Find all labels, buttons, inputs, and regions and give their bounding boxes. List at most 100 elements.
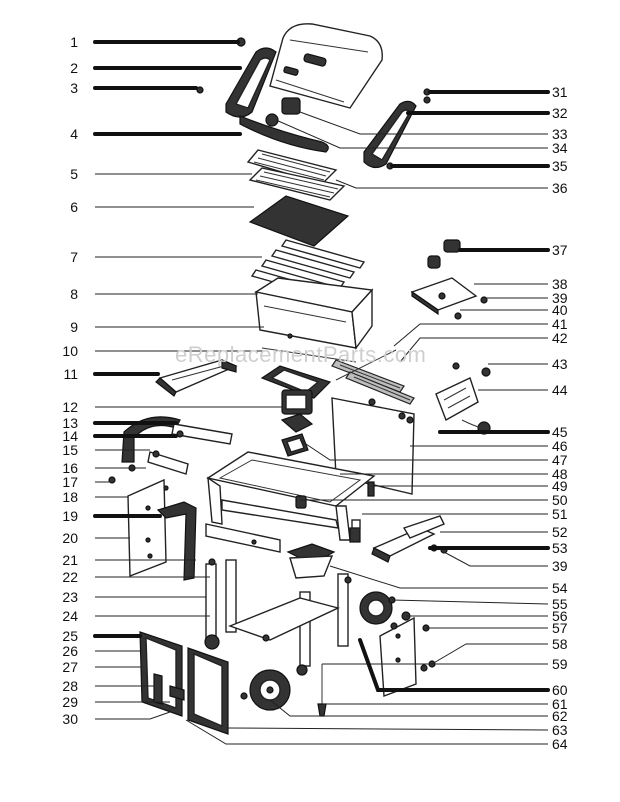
grill-frame <box>206 451 376 541</box>
left-door <box>139 631 183 717</box>
right-callout-9: 39 <box>552 290 568 306</box>
right-callout-18: 48 <box>552 466 568 482</box>
side-table <box>155 359 238 397</box>
right-side-panel <box>379 616 417 697</box>
left-callout-21: 21 <box>62 552 78 568</box>
side-burner <box>410 277 488 320</box>
parts-illustration <box>108 23 491 735</box>
left-callout-27: 27 <box>62 659 78 675</box>
right-side-table <box>371 515 448 563</box>
left-callout-26: 26 <box>62 643 78 659</box>
right-callout-35: 64 <box>552 736 568 752</box>
right-callout-17: 47 <box>552 452 568 468</box>
right-callout-31: 60 <box>552 682 568 698</box>
left-callout-numbers: 1234567891011121314151617181920212223242… <box>62 34 78 727</box>
right-callout-4: 34 <box>552 140 568 156</box>
left-callout-16: 16 <box>62 460 78 476</box>
left-callout-18: 18 <box>62 489 78 505</box>
catch-pan <box>281 389 313 415</box>
left-callout-3: 3 <box>70 80 78 96</box>
left-callout-13: 13 <box>62 415 78 431</box>
left-callout-19: 19 <box>62 508 78 524</box>
watermark-text: eReplacementParts.com <box>175 342 426 367</box>
right-callout-numbers: 3132333435363738394041424344454647484950… <box>552 84 568 752</box>
right-callout-5: 35 <box>552 158 568 174</box>
right-callout-10: 40 <box>552 302 568 318</box>
right-callout-8: 38 <box>552 276 568 292</box>
right-callout-21: 51 <box>552 506 568 522</box>
left-callout-8: 8 <box>70 286 78 302</box>
right-callout-1: 31 <box>552 84 568 100</box>
right-callout-23: 53 <box>552 540 568 556</box>
grill-lid <box>269 23 383 109</box>
control-panel <box>331 397 415 495</box>
left-callout-28: 28 <box>62 678 78 694</box>
crossover-tube <box>335 349 397 381</box>
left-callout-14: 14 <box>62 428 78 444</box>
left-callout-25: 25 <box>62 628 78 644</box>
right-callout-34: 63 <box>552 722 568 738</box>
right-callout-15: 45 <box>552 424 568 440</box>
burner-tubes <box>331 359 415 405</box>
left-callout-15: 15 <box>62 442 78 458</box>
front-crossbar <box>205 523 281 553</box>
left-callout-7: 7 <box>70 249 78 265</box>
right-callout-6: 36 <box>552 180 568 196</box>
grease-tray <box>286 543 336 579</box>
right-callout-30: 59 <box>552 656 568 672</box>
right-callout-3: 33 <box>552 126 568 142</box>
left-callout-24: 24 <box>62 608 78 624</box>
right-door <box>169 647 229 735</box>
control-knob <box>427 239 461 269</box>
right-callout-19: 49 <box>552 478 568 494</box>
left-callout-30: 30 <box>62 711 78 727</box>
thermometer <box>281 97 301 115</box>
left-callout-10: 10 <box>62 343 78 359</box>
right-callout-24: 39 <box>552 558 568 574</box>
left-callout-23: 23 <box>62 589 78 605</box>
left-callout-20: 20 <box>62 530 78 546</box>
left-side-panel <box>127 478 169 578</box>
legs <box>204 559 349 676</box>
left-callout-6: 6 <box>70 199 78 215</box>
left-callout-9: 9 <box>70 319 78 335</box>
drip-pan <box>280 413 314 457</box>
left-callout-5: 5 <box>70 166 78 182</box>
side-table-frame <box>121 416 233 475</box>
wheel <box>249 669 291 711</box>
leader-lines <box>93 40 550 745</box>
left-callout-17: 17 <box>62 474 78 490</box>
right-callout-16: 46 <box>552 438 568 454</box>
thermometer-bezel <box>265 113 279 127</box>
right-callout-7: 37 <box>552 242 568 258</box>
manifold-assembly <box>435 377 491 435</box>
cookbox <box>254 277 374 350</box>
left-callout-2: 2 <box>70 60 78 76</box>
lid-handle <box>239 115 329 153</box>
left-callout-29: 29 <box>62 694 78 710</box>
right-callout-22: 52 <box>552 524 568 540</box>
warming-rack <box>246 149 338 185</box>
right-callout-27: 56 <box>552 608 568 624</box>
right-callout-26: 55 <box>552 596 568 612</box>
right-callout-33: 62 <box>552 708 568 724</box>
left-callout-11: 11 <box>63 366 78 382</box>
left-callout-1: 1 <box>70 34 78 50</box>
bottom-shelf <box>228 597 341 641</box>
left-callout-22: 22 <box>62 569 78 585</box>
right-callout-32: 61 <box>552 696 568 712</box>
left-callout-4: 4 <box>70 126 78 142</box>
right-callout-29: 58 <box>552 636 568 652</box>
right-callout-12: 42 <box>552 330 568 346</box>
left-callout-12: 12 <box>62 399 78 415</box>
right-callout-14: 44 <box>552 382 568 398</box>
right-callout-28: 57 <box>552 620 568 636</box>
right-callout-11: 41 <box>552 316 568 332</box>
fuel-scale-wheel <box>359 591 411 630</box>
right-callout-13: 43 <box>552 356 568 372</box>
right-callout-2: 32 <box>552 105 568 121</box>
grease-plate <box>248 195 350 247</box>
right-callout-20: 50 <box>552 492 568 508</box>
cooking-grate <box>248 167 346 201</box>
